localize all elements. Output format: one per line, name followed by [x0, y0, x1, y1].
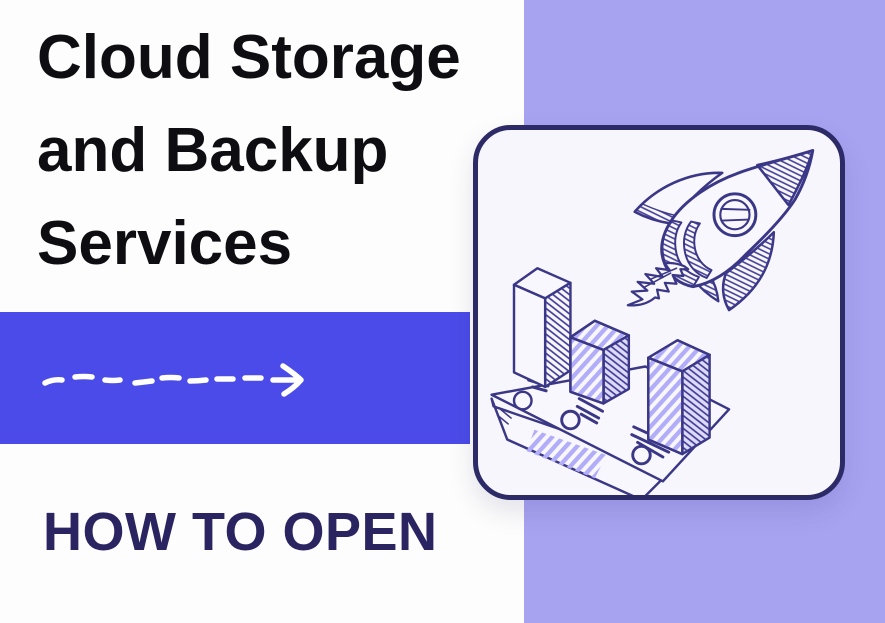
exhaust-flame	[626, 261, 690, 307]
dashed-arrow-right-icon	[42, 363, 304, 397]
rocket-icon	[626, 149, 815, 312]
title-line-2: and Backup	[37, 116, 389, 185]
bar-chart-icon	[490, 267, 731, 495]
page-title: Cloud Storage and Backup Services	[37, 11, 461, 290]
rocket-bar-chart-illustration	[490, 149, 815, 495]
illustration-card	[473, 125, 845, 500]
cta-text: HOW TO OPEN	[43, 502, 438, 562]
title-line-3: Services	[37, 209, 293, 278]
title-line-1: Cloud Storage	[37, 23, 461, 92]
